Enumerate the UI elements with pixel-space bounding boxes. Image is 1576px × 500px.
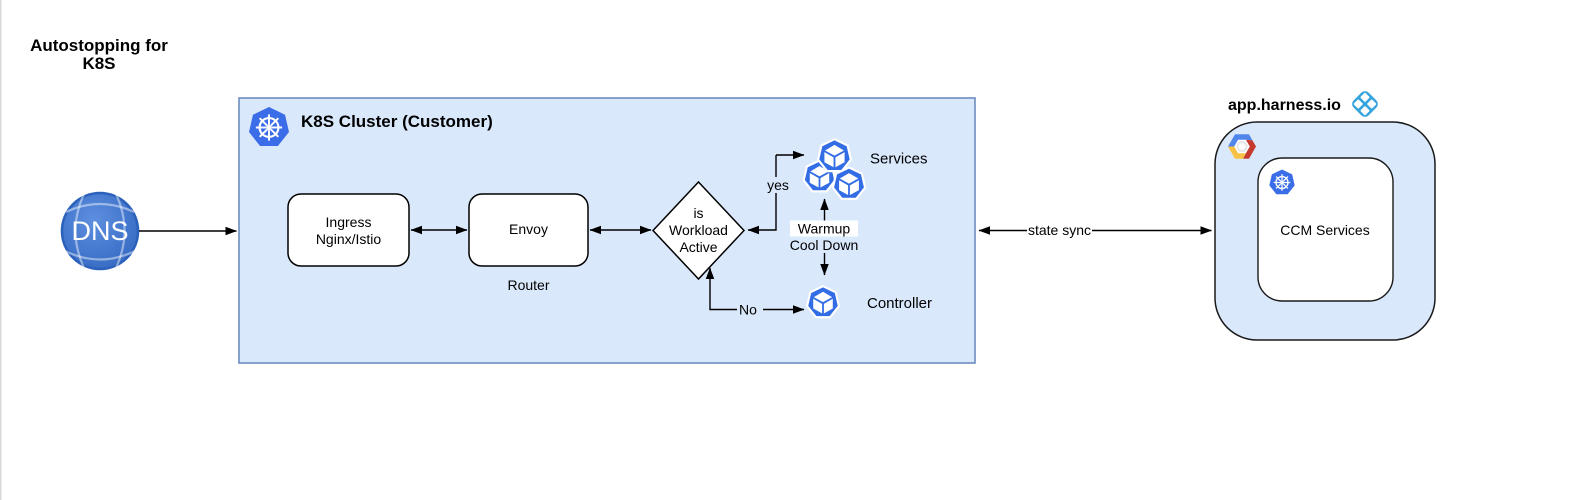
svg-text:K8S: K8S: [82, 54, 115, 73]
svg-text:No: No: [739, 302, 757, 318]
svg-text:Active: Active: [679, 239, 717, 255]
svg-text:Envoy: Envoy: [509, 221, 548, 237]
svg-text:Ingress: Ingress: [326, 214, 372, 230]
svg-text:Services: Services: [870, 151, 928, 168]
svg-text:app.harness.io: app.harness.io: [1228, 97, 1341, 114]
svg-text:K8S Cluster (Customer): K8S Cluster (Customer): [301, 112, 493, 131]
svg-text:Nginx/Istio: Nginx/Istio: [316, 231, 382, 247]
svg-text:state sync: state sync: [1028, 222, 1091, 238]
svg-text:Workload: Workload: [669, 222, 728, 238]
svg-text:DNS: DNS: [71, 216, 128, 246]
svg-text:Warmup: Warmup: [798, 221, 851, 237]
svg-text:Router: Router: [507, 277, 549, 293]
svg-text:Autostopping for: Autostopping for: [30, 36, 168, 55]
svg-text:CCM Services: CCM Services: [1280, 222, 1369, 238]
svg-text:Controller: Controller: [867, 295, 932, 312]
svg-text:is: is: [693, 205, 703, 221]
svg-text:yes: yes: [767, 177, 789, 193]
svg-text:Cool Down: Cool Down: [790, 237, 858, 253]
